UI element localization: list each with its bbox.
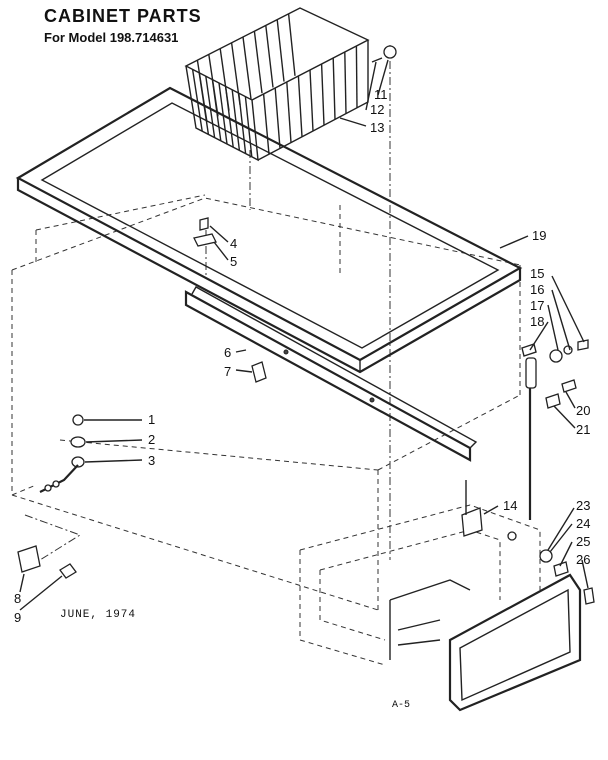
basket-wire — [286, 81, 292, 143]
callout-6: 6 — [224, 345, 231, 360]
callout-25: 25 — [576, 534, 590, 549]
basket-wire — [218, 82, 228, 145]
callout-21: 21 — [576, 422, 590, 437]
basket-wire — [205, 76, 216, 138]
basket-wire — [262, 93, 270, 155]
basket-wire — [276, 19, 285, 82]
hardware-23-26 — [507, 531, 595, 605]
basket-wire — [287, 13, 296, 76]
basket-wire — [297, 75, 303, 137]
basket-clips — [371, 45, 397, 63]
callout-23: 23 — [576, 498, 590, 513]
callout-3: 3 — [148, 453, 155, 468]
callout-19: 19 — [532, 228, 546, 243]
callout-17: 17 — [530, 298, 544, 313]
drain-assembly — [39, 414, 86, 493]
hardware-15-21 — [545, 339, 589, 409]
screw-7 — [251, 361, 267, 383]
basket-wire — [198, 72, 210, 135]
basket-wire — [191, 69, 203, 132]
callout-8: 8 — [14, 591, 21, 606]
callout-13: 13 — [370, 120, 384, 135]
basket-wire — [344, 51, 347, 114]
basket-wire — [242, 36, 252, 100]
callout-9: 9 — [14, 610, 21, 625]
hinge-rod — [521, 343, 537, 520]
wire-basket — [184, 7, 370, 162]
basket-wire — [355, 45, 358, 108]
basket-wire — [274, 87, 281, 149]
callout-11: 11 — [374, 87, 388, 102]
callout-14: 14 — [503, 498, 517, 513]
callout-1: 1 — [148, 412, 155, 427]
callout-4: 4 — [230, 236, 237, 251]
basket-wire — [238, 93, 247, 154]
bracket-14 — [461, 480, 483, 537]
basket-wire — [253, 31, 263, 94]
basket-wire — [332, 57, 336, 120]
callout-12: 12 — [370, 102, 384, 117]
callout-7: 7 — [224, 364, 231, 379]
leader-lines — [19, 59, 589, 611]
basket-wire — [309, 69, 314, 132]
basket-wire — [231, 89, 241, 151]
lid-frame — [15, 86, 523, 374]
callout-20: 20 — [576, 403, 590, 418]
callout-5: 5 — [230, 254, 237, 269]
cabinet-body — [11, 45, 541, 666]
rail-strip — [184, 286, 478, 462]
revision-date: JUNE, 1974 — [60, 609, 137, 621]
page-reference: A-5 — [392, 700, 411, 711]
callout-24: 24 — [576, 516, 590, 531]
leg-parts — [17, 545, 77, 579]
callout-26: 26 — [576, 552, 590, 567]
callout-2: 2 — [148, 432, 155, 447]
page-title: CABINET PARTS — [44, 6, 202, 26]
fasteners-4-5 — [193, 217, 217, 247]
callout-labels: 1 2 3 4 5 6 7 8 9 11 12 13 14 15 16 17 1… — [14, 87, 590, 625]
basket-wire — [224, 86, 234, 148]
basket-wire — [265, 25, 274, 88]
callout-16: 16 — [530, 282, 544, 297]
callout-15: 15 — [530, 266, 544, 281]
basket-wire — [211, 79, 222, 141]
basket-wire — [244, 96, 253, 157]
grille-panel — [389, 573, 582, 712]
basket-wire — [320, 63, 325, 126]
callout-18: 18 — [530, 314, 544, 329]
model-subtitle: For Model 198.714631 — [44, 30, 179, 45]
